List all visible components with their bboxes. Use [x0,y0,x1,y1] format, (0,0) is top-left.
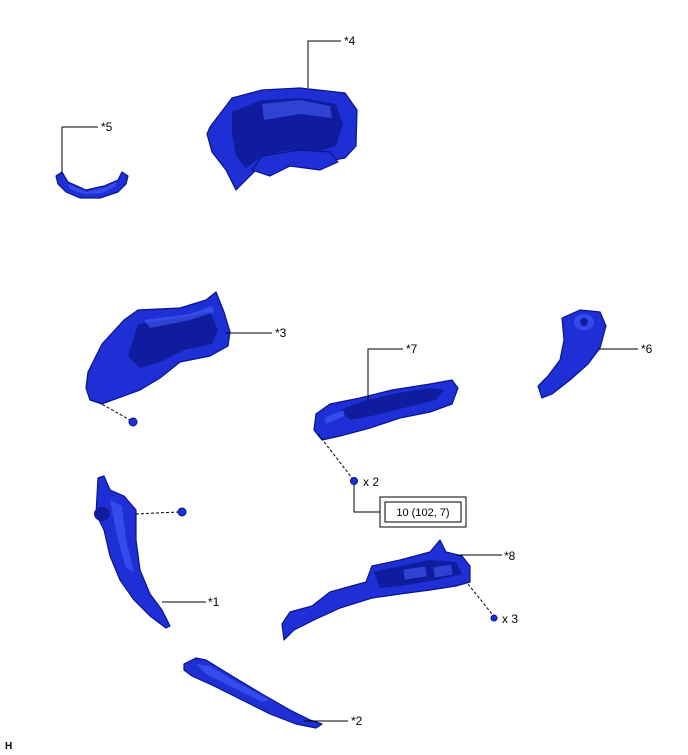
quantity-screws-a: x 2 [363,475,379,489]
torque-value: 10 (102, 7) [396,507,449,519]
fastener-path-8 [467,583,493,615]
label-part-8: *8 [504,549,516,563]
torque-box-outer [379,496,467,528]
leader-torque [353,485,380,513]
part-3-lower-panel [85,291,231,405]
part-2-bottom-strip [183,657,323,729]
leader-7 [367,348,403,400]
label-part-3: *3 [275,326,287,340]
leader-4 [307,40,341,88]
clip-3 [128,417,138,427]
part-5-bracket [55,171,129,199]
label-part-6: *6 [641,342,653,356]
label-part-4: *4 [344,34,356,48]
label-part-5: *5 [101,120,113,134]
label-part-2: *2 [351,714,363,728]
fastener-path-7 [317,433,353,479]
fastener-path-3 [97,401,131,421]
label-part-1: *1 [208,595,220,609]
part-4-meter-hood [206,87,358,191]
clip-1 [177,507,187,517]
part-6-side-cover [537,309,607,399]
screw-7 [350,477,358,485]
part-1-side-trim [94,475,171,629]
fastener-path-1 [135,511,179,515]
part-7-center-box [313,379,459,441]
corner-code: H [5,741,12,752]
torque-box-inner [384,501,462,523]
part-8-bracket-plate [281,539,471,641]
label-part-7: *7 [406,342,418,356]
screw-8 [490,614,498,622]
quantity-screws-b: x 3 [502,612,518,626]
leader-5 [61,126,98,174]
